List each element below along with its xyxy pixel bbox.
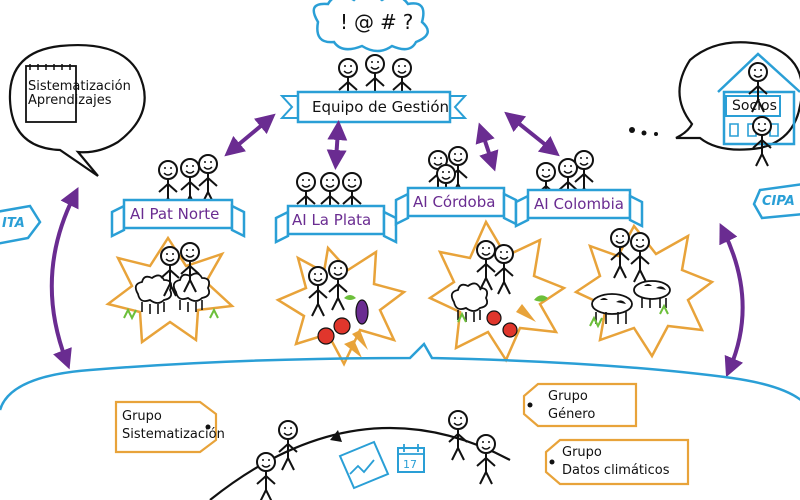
systematization-line1: Sistematización [28, 79, 131, 94]
document-icon [338, 440, 390, 490]
region-label-pat-norte: AI Pat Norte [130, 205, 220, 223]
scene-animals [134, 228, 671, 324]
management-team-banner [279, 90, 468, 124]
left-side-banner [0, 204, 42, 245]
region-label-cordoba: AI Córdoba [413, 193, 496, 211]
thought-cloud-symbols: !@#? [340, 10, 420, 34]
management-team-label: Equipo de Gestión [312, 98, 450, 116]
left-banner-text: ITA [2, 216, 25, 231]
connector-arrows [224, 111, 560, 172]
group-gender-tag: Grupo Género [548, 388, 595, 424]
calendar-icon [397, 444, 425, 473]
partners-label: Socios [732, 98, 777, 114]
thought-cloud [312, 0, 429, 53]
group-systematization-line1: Grupo [122, 409, 162, 424]
group-gender-line1: Grupo [548, 389, 588, 404]
group-climate-line1: Grupo [562, 445, 602, 460]
group-systematization-tag: Grupo Sistematización [122, 408, 225, 444]
partners-bubble [629, 41, 800, 167]
systematization-line2: Aprendizajes [28, 93, 112, 108]
region-label-la-plata: AI La Plata [292, 211, 372, 229]
systematization-label: Sistematización Aprendizajes [28, 80, 131, 108]
systematization-bubble [8, 44, 146, 177]
calendar-day: 17 [403, 458, 417, 471]
bottom-frame [0, 341, 800, 500]
group-systematization-line2: Sistematización [122, 427, 225, 442]
group-tags [114, 382, 690, 486]
group-climate-tag: Grupo Datos climáticos [562, 444, 670, 480]
right-side-banner [752, 183, 800, 220]
bottom-people [256, 410, 496, 500]
grass-tufts [123, 303, 669, 329]
region-banners [110, 186, 644, 245]
region-label-colombia: AI Colombia [534, 195, 624, 213]
group-gender-line2: Género [548, 407, 596, 422]
side-arrows [49, 187, 745, 378]
group-climate-line2: Datos climáticos [562, 463, 670, 478]
right-banner-text: CIPA [762, 194, 795, 209]
scene-produce [308, 260, 548, 358]
